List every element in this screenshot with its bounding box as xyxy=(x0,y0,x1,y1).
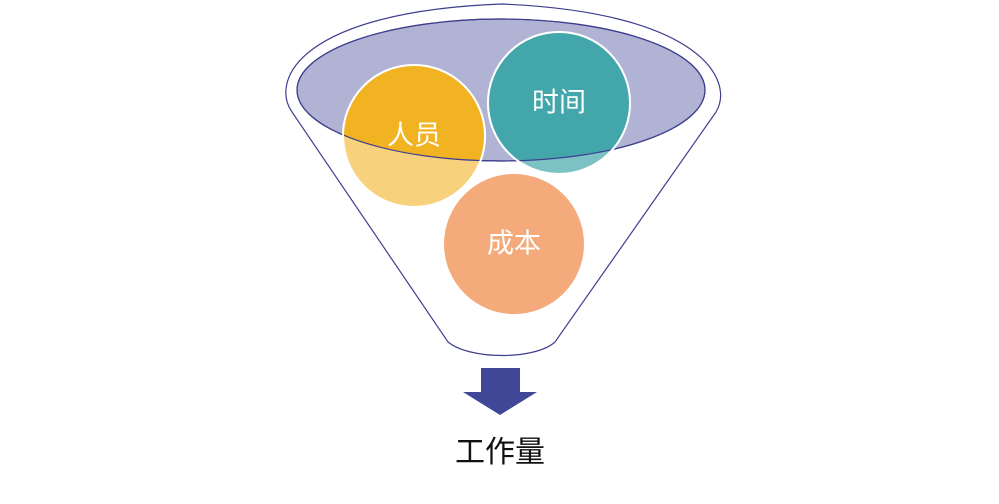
down-arrow-icon xyxy=(463,368,537,415)
time-circle-front xyxy=(488,32,630,161)
output-label: 工作量 xyxy=(455,435,545,470)
people-circle-front xyxy=(343,65,485,161)
people-label: 人员 xyxy=(387,121,441,152)
people-circle-outline xyxy=(342,64,486,208)
cost-circle xyxy=(442,172,586,316)
time-circle-outline xyxy=(487,31,631,175)
funnel-mouth-rim xyxy=(296,18,706,162)
time-label: 时间 xyxy=(532,88,586,119)
cost-label: 成本 xyxy=(487,229,541,260)
